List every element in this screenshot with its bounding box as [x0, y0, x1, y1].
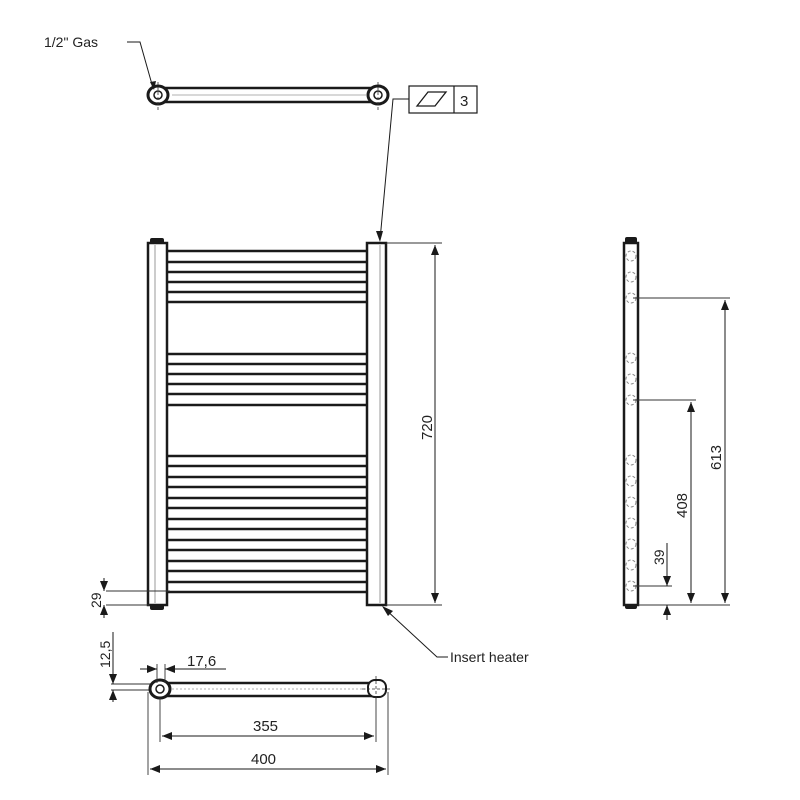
- bar-group-1: [167, 249, 367, 304]
- gas-connection-callout: 1/2" Gas: [44, 34, 156, 90]
- top-view: [146, 82, 390, 110]
- dimension-centers: 355: [159, 698, 377, 742]
- side-view-holes: [625, 250, 637, 592]
- dimension-side-613: 613: [633, 297, 730, 606]
- dimension-collector-width-value: 17,6: [187, 653, 216, 670]
- bar-group-2: [167, 352, 367, 407]
- gas-connection-label: 1/2" Gas: [44, 34, 98, 50]
- dimension-bottom-offset: 29: [88, 578, 170, 618]
- dimension-total-width-value: 400: [251, 751, 276, 768]
- insert-heater-callout: Insert heater: [382, 606, 529, 665]
- insert-heater-label: Insert heater: [450, 649, 529, 665]
- dimension-pipe-offset: 12,5: [97, 632, 152, 702]
- dimension-pipe-offset-value: 12,5: [97, 641, 113, 668]
- dimension-side-408-value: 408: [674, 493, 691, 518]
- side-view: [622, 237, 640, 609]
- dimension-side-39-value: 39: [651, 549, 667, 565]
- dimension-side-39: 39: [633, 543, 672, 620]
- bottom-view: [148, 676, 392, 700]
- dimension-side-613-value: 613: [708, 445, 725, 470]
- flatness-icon: [415, 91, 448, 107]
- flatness-value: 3: [460, 93, 468, 110]
- dimension-side-408: 408: [633, 399, 696, 603]
- dimension-height: 720: [386, 242, 442, 606]
- dimension-total-width: 400: [147, 692, 389, 775]
- dimension-height-value: 720: [419, 415, 436, 440]
- flatness-tolerance-box: 3: [376, 85, 478, 242]
- dimension-centers-value: 355: [253, 718, 278, 735]
- dimension-collector-width: 17,6: [140, 653, 226, 683]
- bar-group-3: [167, 454, 367, 594]
- front-view: [146, 238, 388, 610]
- dimension-bottom-offset-value: 29: [88, 592, 104, 608]
